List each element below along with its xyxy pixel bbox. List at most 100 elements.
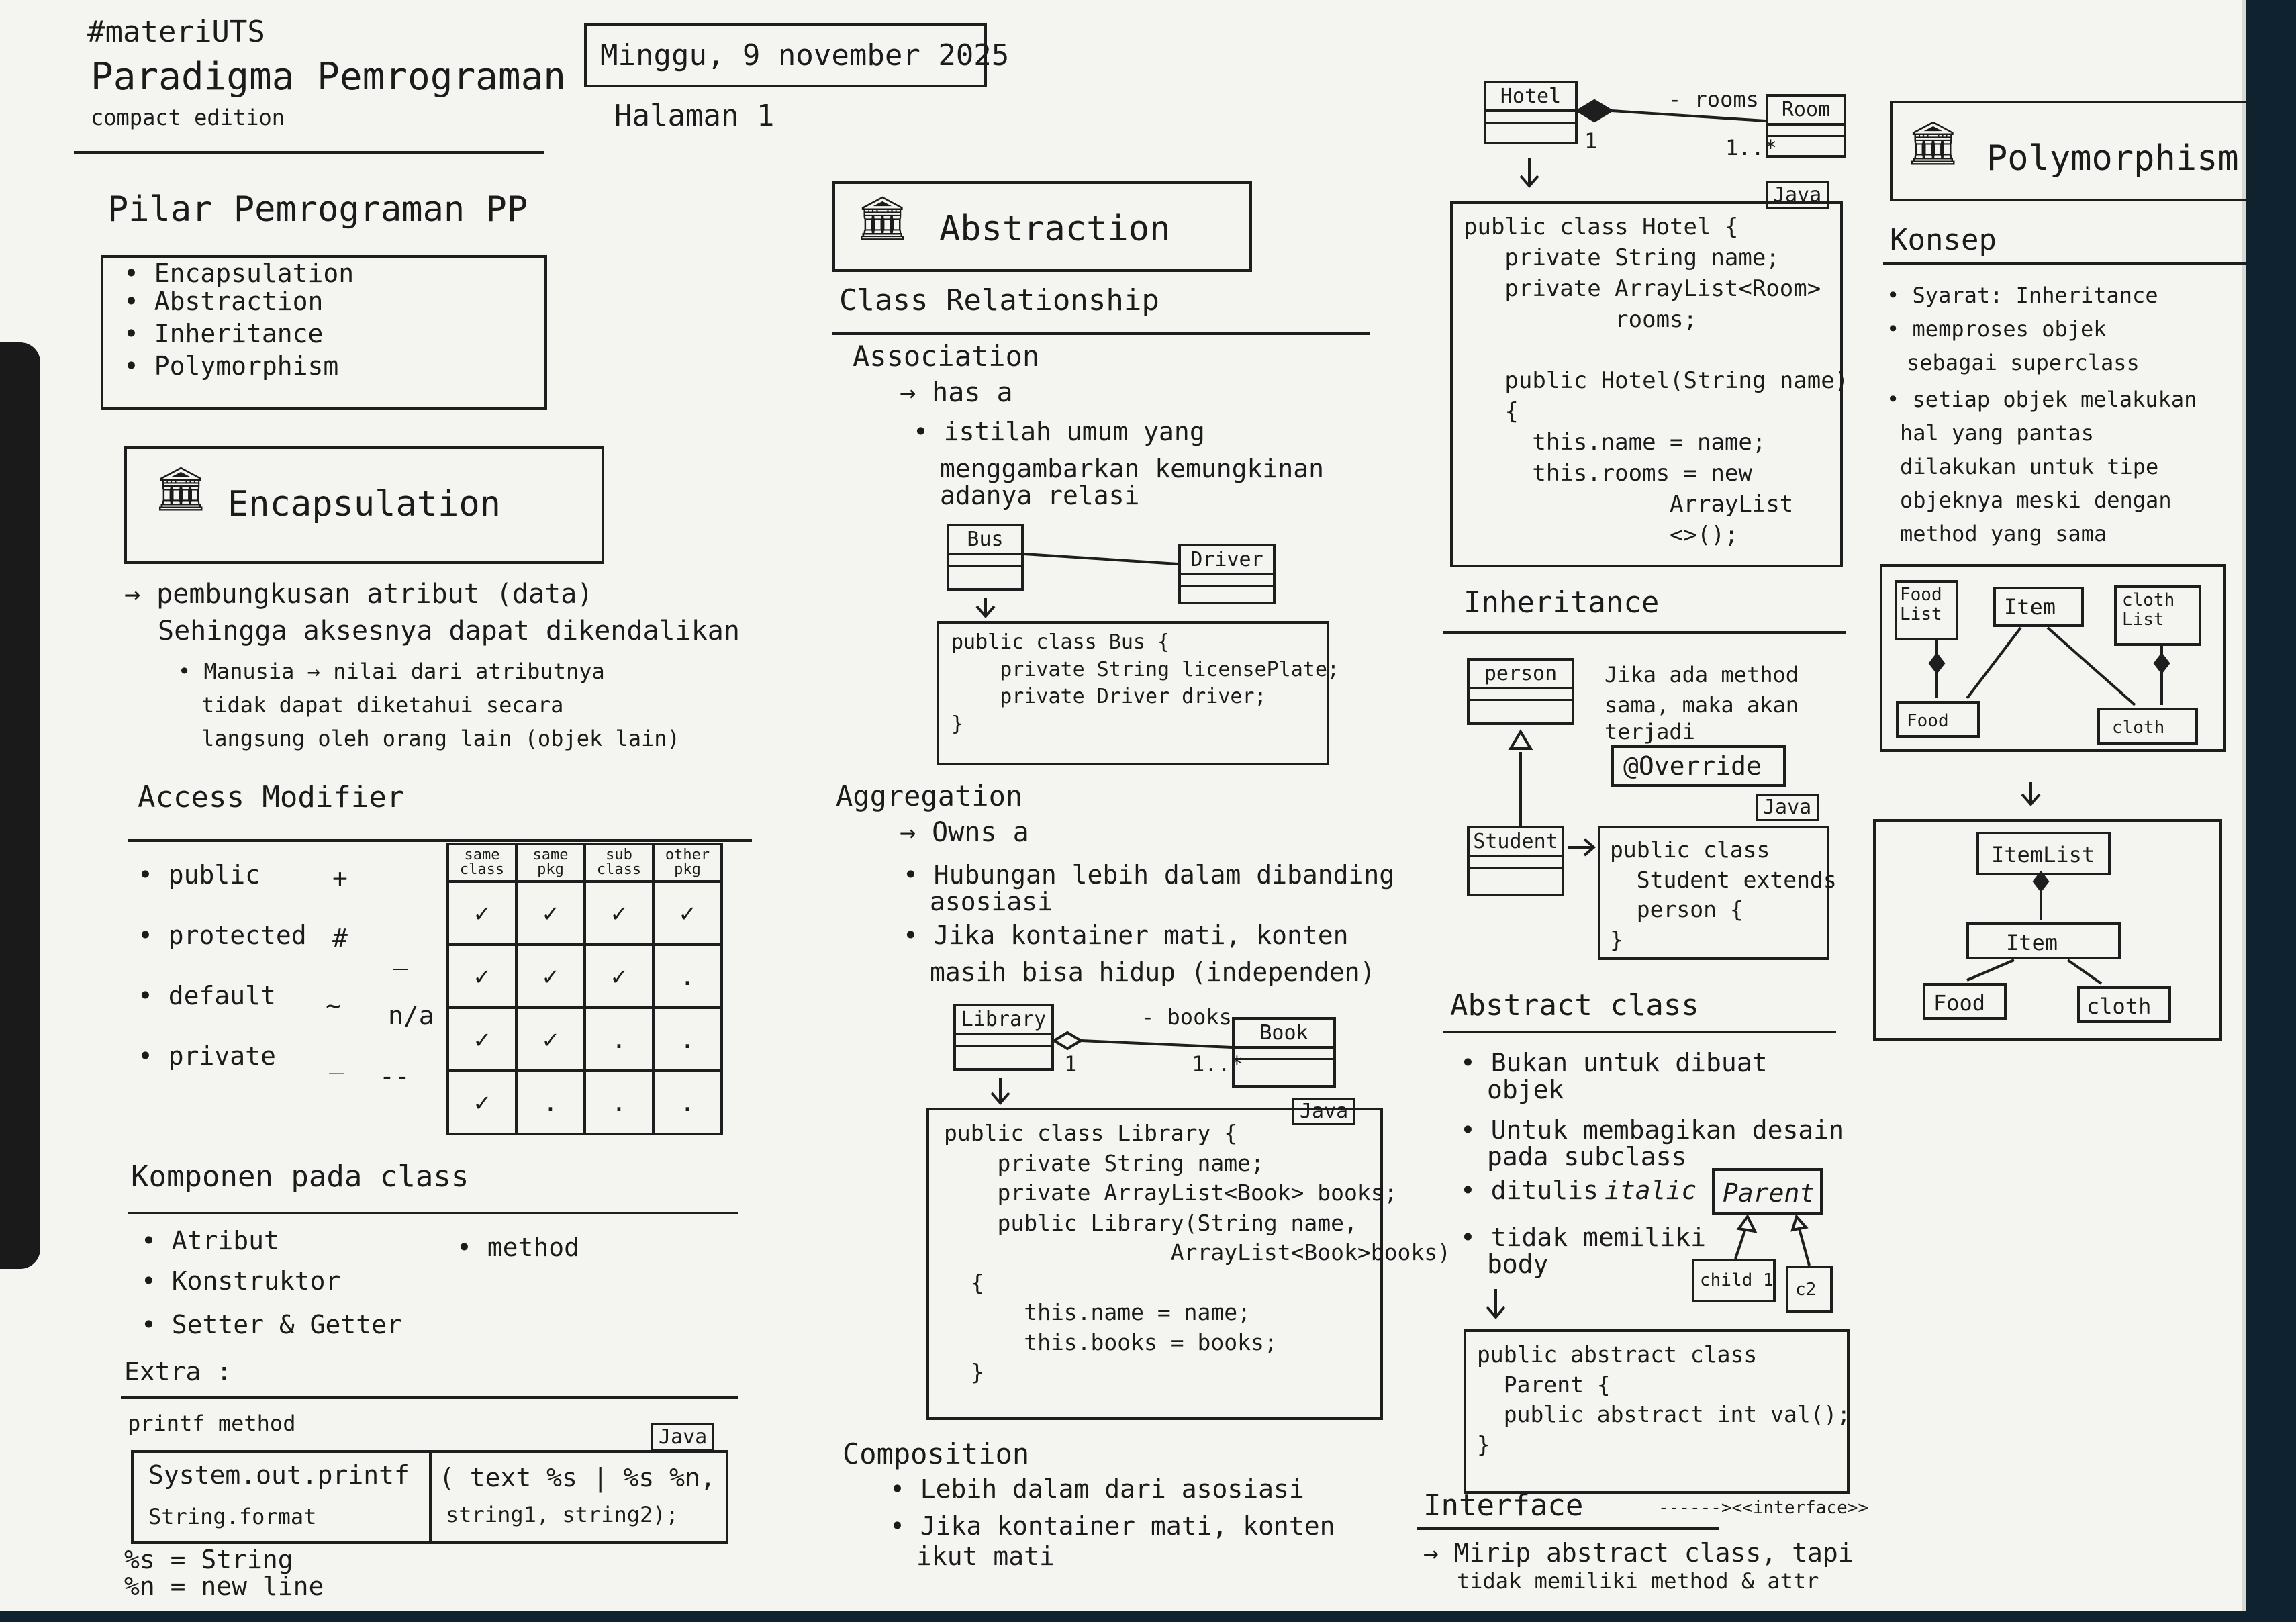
component-item: Konstruktor	[141, 1266, 341, 1298]
modifier-public: public	[138, 859, 260, 892]
student-code-box: public class Student extends person { }	[1598, 826, 1837, 960]
uml-cloth: cloth	[2077, 986, 2171, 1023]
abstract-bullet: Untuk membagikan desain	[1460, 1114, 1844, 1147]
interface-line: → Mirip abstract class, tapi	[1423, 1538, 1854, 1568]
library-code-box: public class Library { private String na…	[926, 1108, 1451, 1420]
cell: .	[583, 1069, 655, 1135]
java-tag: Java	[1292, 1098, 1356, 1125]
uml-class-name: person	[1470, 661, 1572, 689]
inheritance-line	[1734, 1228, 1747, 1259]
abstract-line: pada subclass	[1487, 1142, 1687, 1172]
hashtag: #materiUTS	[87, 15, 265, 49]
access-underline	[128, 839, 752, 842]
association-bullet: istilah umum yang	[913, 416, 1205, 448]
uml-class-name: cloth	[2087, 994, 2152, 1019]
abstract-line: objek	[1487, 1075, 1564, 1104]
date: Minggu, 9 november 2025	[600, 38, 1010, 73]
uml-abstract-parent: Parent	[1712, 1168, 1823, 1215]
cell: ✓	[446, 880, 518, 946]
cell: ✓	[583, 943, 655, 1009]
uml-attr-section	[956, 1035, 1051, 1047]
poly-bullet: Syarat: Inheritance	[1886, 282, 2158, 309]
building-icon: 🏛	[1906, 119, 1961, 169]
poly-line: sebagai superclass	[1907, 350, 2140, 375]
abstract-bullet: tidak memiliki	[1460, 1222, 1706, 1254]
encapsulation-title: Encapsulation	[228, 484, 501, 524]
components-heading: Komponen pada class	[131, 1159, 469, 1194]
cell: ✓	[515, 1006, 586, 1072]
printf-label: printf method	[128, 1411, 296, 1436]
arrow-down-icon	[990, 1078, 1010, 1106]
cell: ✓	[446, 943, 518, 1009]
hotel-code-box: public class Hotel { private String name…	[1450, 201, 1848, 567]
printf-box: System.out.printf String.format ( text %…	[131, 1450, 728, 1544]
konsep-underline	[1883, 262, 2246, 265]
cell: ✓	[515, 943, 586, 1009]
inheritance-note: terjadi	[1605, 719, 1695, 745]
cell: ✓	[446, 1069, 518, 1135]
extra-underline	[121, 1396, 738, 1399]
arrow-down-icon	[1486, 1289, 1506, 1320]
bus-code: public class Bus { private String licens…	[951, 630, 1339, 736]
modifier-protected-alt: _	[393, 941, 408, 970]
uml-class-name: c2	[1795, 1280, 1817, 1300]
composition-diamond-icon	[1575, 99, 1614, 123]
cell: ✓	[515, 880, 586, 946]
uml-class-library: Library	[953, 1004, 1054, 1071]
uml-class-name: Item	[2006, 930, 2058, 955]
uml-class-name: child 1	[1700, 1270, 1774, 1290]
modifier-private: private	[138, 1041, 276, 1073]
encap-example-3: langsung oleh orang lain (objek lain)	[201, 726, 680, 751]
arrow-down-icon	[975, 598, 996, 619]
override-annotation: @Override	[1623, 751, 1762, 781]
uml-child-1: child 1	[1692, 1259, 1776, 1302]
col-other-pkg: other pkg	[652, 843, 723, 883]
aggregation-line: asosiasi	[930, 887, 1053, 916]
modifier-protected-symbol: #	[332, 924, 348, 953]
pillar-item: Abstraction	[124, 286, 324, 318]
abstract-class-heading: Abstract class	[1450, 988, 1699, 1022]
arrow-down-icon	[1519, 158, 1539, 189]
notes-sheet: #materiUTS Paradigma Pemrograman compact…	[0, 0, 2246, 1611]
component-item-method: method	[457, 1232, 579, 1264]
uml-attr-section	[1768, 126, 1844, 137]
uml-class-driver: Driver	[1178, 544, 1276, 604]
abstract-line: body	[1487, 1249, 1549, 1279]
poly-line: objeknya meski dengan	[1900, 487, 2172, 513]
interface-line: tidak memiliki method & attr	[1457, 1568, 1819, 1594]
uml-class-book: Book	[1232, 1017, 1336, 1088]
aggregation-role: - books	[1141, 1004, 1232, 1030]
arrow-down-icon	[2021, 782, 2041, 807]
inheritance-line	[1798, 1228, 1811, 1266]
title-underline	[74, 151, 544, 154]
modifier-default-symbol: ~	[326, 991, 341, 1020]
polymorphism-title: Polymorphism	[1987, 138, 2239, 179]
class-relationship-heading: Class Relationship	[839, 283, 1159, 318]
uml-class-hotel: Hotel	[1484, 81, 1578, 144]
uml-class-bus: Bus	[947, 524, 1024, 591]
abstract-code-box: public abstract class Parent { public ab…	[1464, 1329, 1850, 1494]
uml-cloth: cloth	[2097, 708, 2198, 745]
printf-right-1: ( text %s | %s %n,	[439, 1463, 716, 1492]
abstraction-title: Abstraction	[939, 209, 1171, 249]
inheritance-triangle-icon	[1790, 1213, 1809, 1232]
poly-diagram-2: ItemList Item Food cloth	[1873, 819, 2222, 1041]
uml-class-person: person	[1467, 658, 1574, 725]
building-icon: 🏛	[154, 465, 209, 514]
modifier-protected: protected	[138, 920, 307, 952]
format-note-n: %n = new line	[124, 1572, 324, 1601]
printf-left-1: System.out.printf	[148, 1460, 410, 1490]
composition-line: ikut mati	[916, 1541, 1055, 1571]
cell: ✓	[583, 880, 655, 946]
uml-itemlist: ItemList	[1976, 832, 2111, 875]
encap-def-2: Sehingga aksesnya dapat dikendalikan	[158, 616, 740, 647]
uml-attr-section	[1235, 1049, 1333, 1060]
col-same-class: same class	[446, 843, 518, 883]
poly-bullet: memproses objek	[1886, 316, 2107, 342]
cell: ✓	[446, 1006, 518, 1072]
modifier-default-alt: n/a	[388, 1001, 434, 1031]
association-line	[1023, 553, 1179, 565]
modifier-default: default	[138, 980, 276, 1012]
uml-class-name: Library	[956, 1006, 1051, 1035]
uml-class-room: Room	[1766, 94, 1846, 158]
